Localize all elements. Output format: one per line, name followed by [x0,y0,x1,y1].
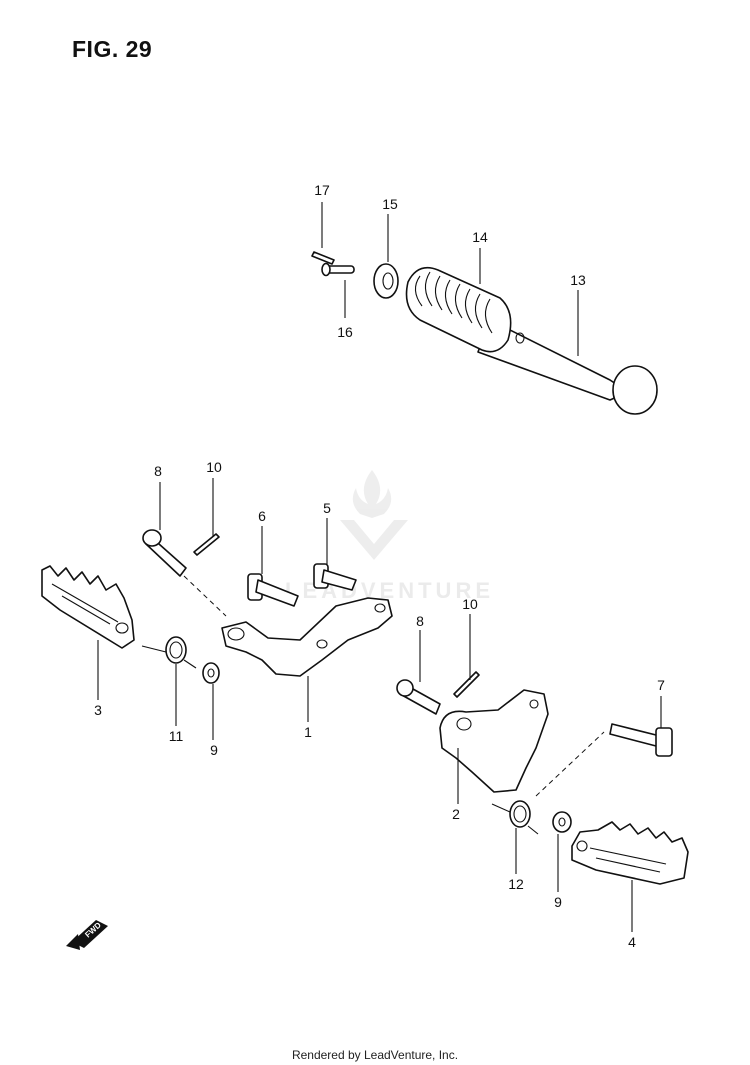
watermark: LEADVENTURE [285,470,490,603]
callout-3: 3 [94,702,102,718]
part-2-footpeg-bracket-right [439,689,549,793]
callout-labels: 17 16 15 14 13 8 10 6 5 3 11 9 1 10 8 7 … [94,182,665,950]
footer-credit: Rendered by LeadVenture, Inc. [291,1048,459,1062]
callout-11: 11 [169,728,184,744]
part-10-cotter-pin-left [193,533,220,556]
watermark-v-icon [340,520,408,560]
part-10-cotter-pin-right [453,671,480,698]
callout-9-left: 9 [210,742,218,758]
callout-15: 15 [382,196,398,212]
part-14-rubber-grip [405,266,512,353]
part-9-washer-right [552,811,572,833]
watermark-flame-icon [352,470,392,518]
leader-lines [97,202,662,932]
callout-16: 16 [337,324,353,340]
part-15-washer [373,263,399,299]
part-8-pin-right [396,679,441,715]
callout-2: 2 [452,806,460,822]
part-3-footpeg-left [41,565,135,649]
part-7-bolt [609,723,673,757]
part-5-bolt [313,563,357,591]
part-8-pin-left [142,529,187,577]
callout-4: 4 [628,934,636,950]
callout-9-right: 9 [554,894,562,910]
part-16-pin [321,262,355,277]
callout-13: 13 [570,272,586,288]
figure-title: FIG. 29 [72,36,153,62]
part-11-spring-left [141,636,197,669]
part-12-spring-right [491,800,539,835]
part-6-bolt [247,573,299,607]
part-4-footpeg-right [571,821,689,885]
fwd-arrow-icon [72,920,108,948]
callout-7: 7 [657,677,665,693]
callout-8-left: 8 [154,463,162,479]
callout-10-left: 10 [206,459,222,475]
callout-8-right: 8 [416,613,424,629]
part-9-washer-left [202,662,220,684]
part-17-cotter-pin [311,251,335,265]
fwd-direction-marker: FWD [66,920,108,950]
callout-6: 6 [258,508,266,524]
callout-1: 1 [304,724,312,740]
callout-17: 17 [314,182,330,198]
callout-10-right: 10 [462,596,478,612]
part-1-footpeg-bracket [221,597,393,677]
callout-12: 12 [508,876,524,892]
callout-5: 5 [323,500,331,516]
callout-14: 14 [472,229,488,245]
